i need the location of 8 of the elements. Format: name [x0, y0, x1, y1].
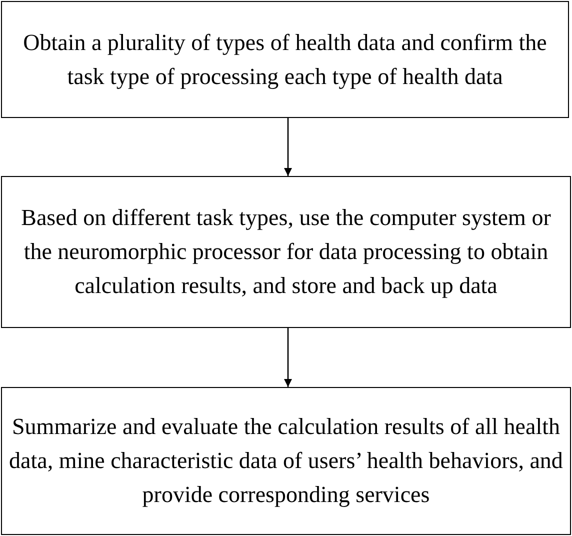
process-box — [1, 387, 571, 535]
step-text: Summarize and evaluate the calculation results of all health data, mine characteristic data of users’ health behaviors, and provide corresponding services — [8, 413, 564, 509]
process-box — [1, 1, 569, 118]
step-text: Obtain a plurality of types of health data and confirm the task type of processing each type of health data — [22, 28, 548, 91]
step-text: Based on different task types, use the computer system or the neuromorphic processor for data processing to obtain calculation results, and store and back up data — [20, 204, 552, 300]
process-box — [1, 176, 571, 328]
arrow — [284, 118, 292, 176]
arrow — [284, 328, 292, 387]
